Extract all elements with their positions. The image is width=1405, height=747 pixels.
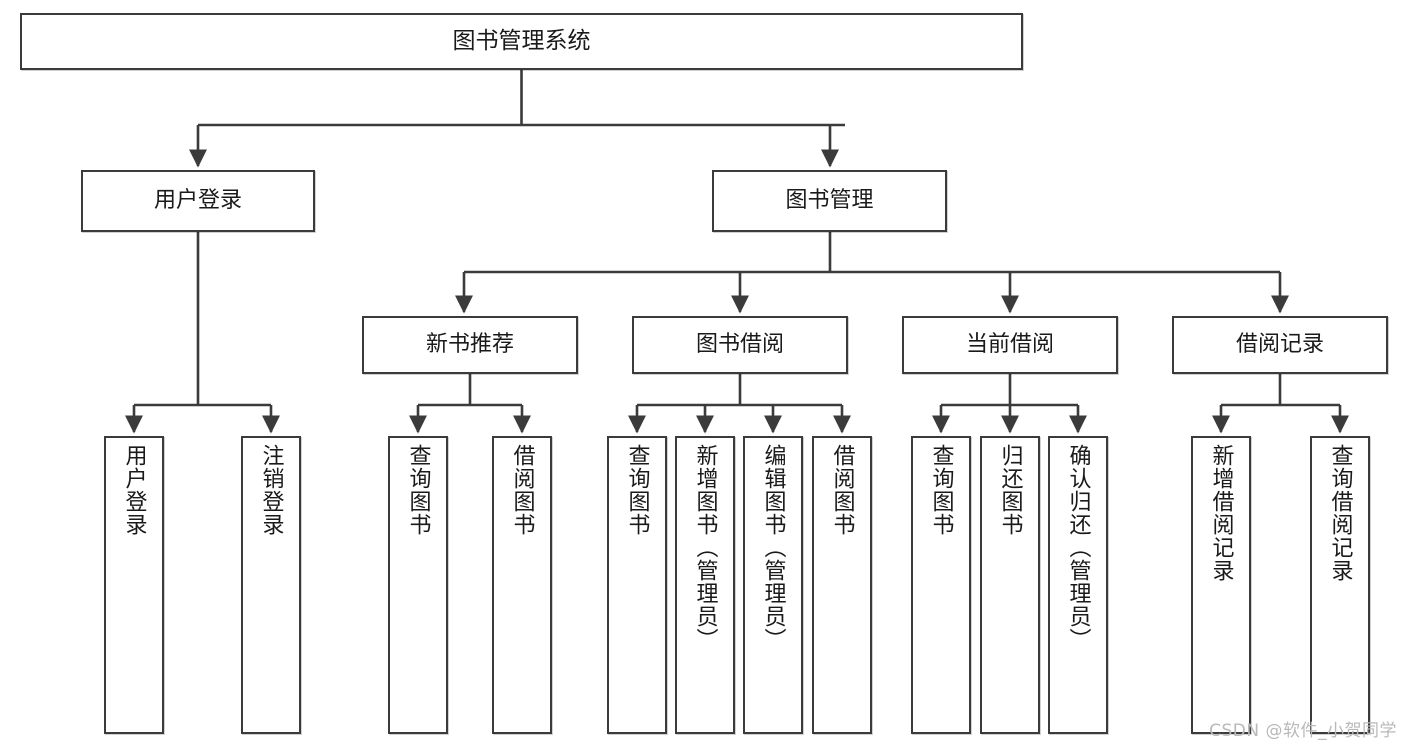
node-label: 查询图书 [405, 444, 431, 536]
node-leaf-add-borrow-record[interactable]: 新增借阅记录 [1191, 436, 1251, 734]
node-label: 新增借阅记录 [1208, 444, 1234, 582]
node-label: 归还图书 [997, 444, 1023, 536]
node-leaf-query-book-current[interactable]: 查询图书 [911, 436, 971, 734]
node-leaf-query-book-borrow[interactable]: 查询图书 [607, 436, 667, 734]
node-new-book-recommend[interactable]: 新书推荐 [362, 316, 578, 374]
node-label: 新书推荐 [425, 332, 514, 358]
node-label: 确认归还（管理员） [1065, 444, 1091, 651]
node-leaf-return-book[interactable]: 归还图书 [980, 436, 1040, 734]
node-label: 借阅图书 [829, 444, 855, 536]
node-leaf-user-login[interactable]: 用户登录 [104, 436, 164, 734]
node-label: 图书管理系统 [452, 27, 591, 54]
node-leaf-borrow-book-recommend[interactable]: 借阅图书 [492, 436, 552, 734]
node-label: 用户登录 [121, 444, 147, 536]
node-leaf-add-book[interactable]: 新增图书（管理员） [675, 436, 735, 734]
node-borrow-record[interactable]: 借阅记录 [1172, 316, 1388, 374]
node-leaf-borrow-book[interactable]: 借阅图书 [812, 436, 872, 734]
node-user-login[interactable]: 用户登录 [81, 170, 315, 232]
node-leaf-edit-book[interactable]: 编辑图书（管理员） [743, 436, 803, 734]
node-book-management[interactable]: 图书管理 [712, 170, 947, 232]
node-label: 新增图书（管理员） [692, 444, 718, 651]
node-label: 用户登录 [153, 188, 242, 214]
node-leaf-query-book-recommend[interactable]: 查询图书 [388, 436, 448, 734]
node-current-borrow[interactable]: 当前借阅 [902, 316, 1118, 374]
node-label: 借阅图书 [509, 444, 535, 536]
node-label: 查询图书 [928, 444, 954, 536]
node-label: 借阅记录 [1235, 332, 1324, 358]
node-label: 当前借阅 [965, 332, 1054, 358]
node-label: 查询图书 [624, 444, 650, 536]
node-label: 图书借阅 [695, 332, 784, 358]
node-book-borrow[interactable]: 图书借阅 [632, 316, 848, 374]
node-label: 图书管理 [785, 188, 874, 214]
node-leaf-logout-login[interactable]: 注销登录 [241, 436, 301, 734]
node-leaf-query-borrow-record[interactable]: 查询借阅记录 [1310, 436, 1370, 734]
node-label: 编辑图书（管理员） [760, 444, 786, 651]
node-label: 查询借阅记录 [1327, 444, 1353, 582]
csdn-watermark: CSDN @软件_小贺同学 [1209, 721, 1397, 741]
node-leaf-confirm-return[interactable]: 确认归还（管理员） [1048, 436, 1108, 734]
node-label: 注销登录 [258, 444, 284, 536]
node-root-system[interactable]: 图书管理系统 [20, 13, 1023, 70]
